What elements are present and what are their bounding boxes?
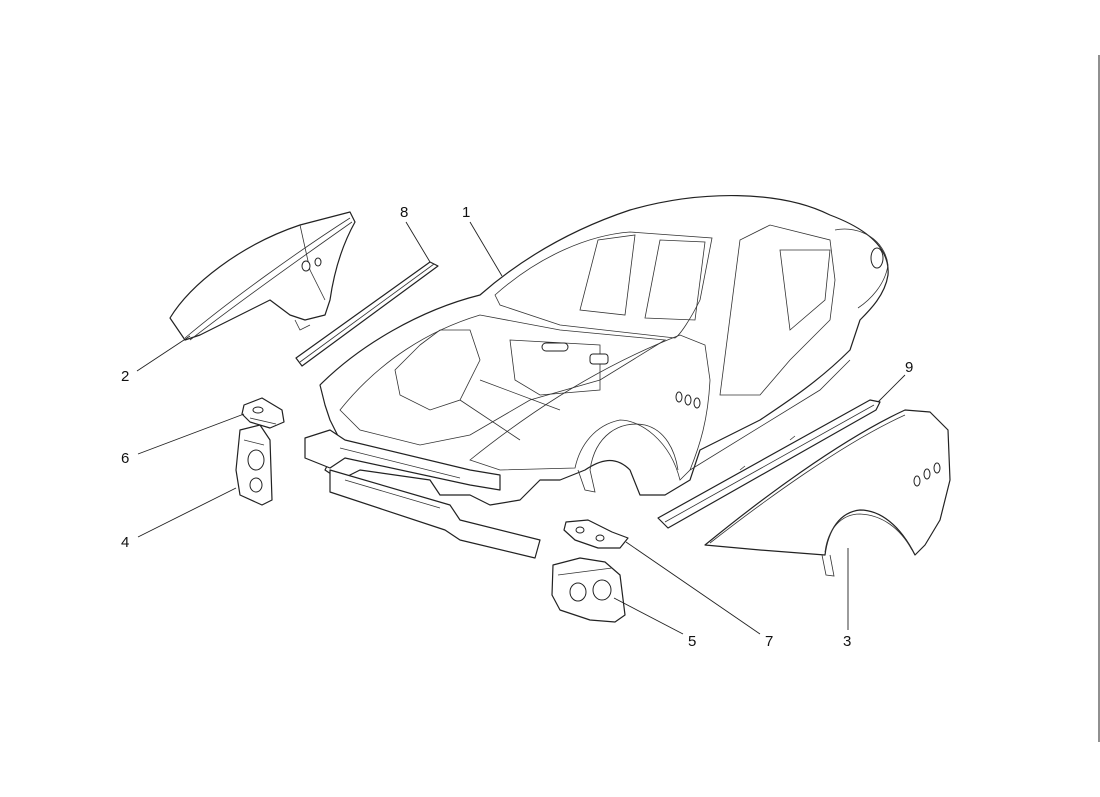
leader-lines bbox=[136, 221, 906, 635]
callout-1: 1 bbox=[462, 204, 470, 221]
leader-4 bbox=[137, 487, 237, 538]
part-6-bracket bbox=[241, 397, 285, 429]
part-4-support-panel bbox=[235, 424, 273, 506]
part-3-front-fender bbox=[704, 409, 951, 577]
leader-6 bbox=[137, 413, 245, 455]
callout-5: 5 bbox=[688, 633, 696, 650]
callout-6: 6 bbox=[121, 450, 129, 467]
leader-2 bbox=[136, 335, 191, 372]
leader-7 bbox=[625, 541, 761, 635]
callout-4: 4 bbox=[121, 534, 129, 551]
leader-5 bbox=[613, 597, 684, 635]
leader-1 bbox=[469, 221, 503, 277]
part-9-sill-strip bbox=[657, 399, 881, 529]
part-5-support-panel bbox=[551, 557, 626, 623]
callout-9: 9 bbox=[905, 359, 913, 376]
part-2-wheelarch-panel bbox=[169, 211, 356, 341]
callout-2: 2 bbox=[121, 368, 129, 385]
part-1-body-shell bbox=[304, 194, 889, 559]
leader-9 bbox=[877, 374, 906, 403]
callout-8: 8 bbox=[400, 204, 408, 221]
callout-7: 7 bbox=[765, 633, 773, 650]
leader-8 bbox=[405, 221, 431, 263]
callout-3: 3 bbox=[843, 633, 851, 650]
callout-labels: 1 2 3 4 5 6 7 8 9 bbox=[121, 204, 913, 650]
part-8-strip bbox=[295, 261, 439, 367]
part-7-bracket bbox=[563, 519, 629, 549]
